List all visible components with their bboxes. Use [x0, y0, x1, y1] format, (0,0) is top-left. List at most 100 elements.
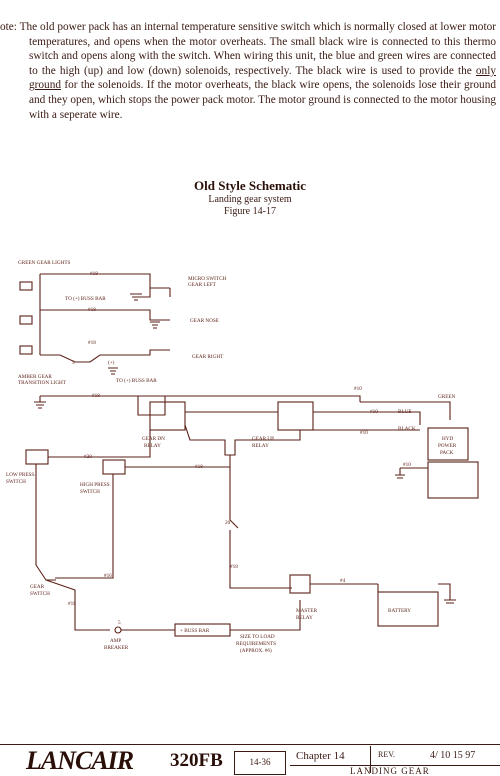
label-green-gear-lights: GREEN GEAR LIGHTS — [18, 260, 71, 266]
lamp-nose — [19, 315, 33, 325]
label-plus: (+) — [108, 359, 115, 366]
rev-label: REV. — [378, 750, 395, 759]
label-high-press: HIGH PRESS. — [80, 482, 111, 488]
label-switch-3: SWITCH — [30, 591, 50, 597]
label-hyd: HYD — [442, 436, 453, 442]
wire — [34, 396, 46, 409]
label-power: POWER — [438, 443, 457, 449]
label-approx: (APPROX. #6) — [240, 647, 272, 654]
label-green: GREEN — [438, 394, 456, 400]
label-gear-up: GEAR UP — [252, 436, 274, 442]
wire — [377, 583, 456, 604]
wire — [360, 401, 451, 420]
label-gear-nose: GEAR NOSE — [190, 318, 219, 324]
label-pack: PACK — [440, 450, 454, 456]
ground — [150, 321, 160, 329]
label-gear-dn: GEAR DN — [142, 436, 165, 442]
ground — [130, 293, 142, 301]
lamp-left — [19, 281, 33, 291]
wire — [55, 474, 114, 579]
low-press-switch — [25, 449, 49, 465]
page-footer: LANCAIR 320FB 14-36 Chapter 14 REV. 4/ 1… — [0, 738, 500, 776]
wire-label: #18 — [88, 307, 96, 313]
label-micro-switch: MICRO SWITCH — [188, 276, 226, 282]
label-relay: RELAY — [144, 443, 161, 449]
wire-label: #18 — [88, 340, 96, 346]
note-text-a: The old power pack has an internal tempe… — [19, 21, 496, 77]
hyd-pump — [427, 461, 479, 499]
label-black: BLACK — [398, 426, 416, 432]
wire-label: #18 — [230, 564, 238, 570]
wire-label: #18 — [90, 271, 98, 277]
label-low-press: LOW PRESS. — [6, 472, 36, 478]
ground — [108, 367, 118, 375]
label-requirements: REQUIREMENTS — [236, 641, 276, 647]
label-relay-2: RELAY — [252, 443, 269, 449]
wire-label: #10 — [370, 409, 378, 415]
figure-subtitle: Landing gear system — [208, 194, 292, 205]
label-size-to-load: SIZE TO LOAD — [240, 634, 275, 640]
wire — [40, 349, 170, 363]
page-number: 14-36 — [234, 751, 286, 775]
label-5: 5 — [72, 360, 75, 366]
wire — [40, 309, 170, 321]
gear-switch — [35, 564, 56, 581]
wire — [48, 430, 151, 458]
wire — [229, 467, 292, 589]
wire — [40, 273, 170, 289]
battery — [377, 591, 439, 627]
gear-dn-relay — [149, 401, 186, 431]
label-amber-gear: AMBER GEAR — [18, 374, 52, 380]
high-press-switch — [102, 459, 126, 475]
label-master: MASTER — [296, 608, 318, 614]
label-to-buss-bar: TO (+) BUSS BAR — [65, 295, 106, 302]
label-gear-right: GEAR RIGHT — [192, 354, 224, 360]
label-buss-bar: + BUSS BAR — [180, 628, 210, 634]
label-to-buss-bar-2: TO (+) BUSS BAR — [116, 377, 157, 384]
amp-breaker — [114, 626, 122, 634]
wire-label: #10 — [360, 430, 368, 436]
label-breaker: BREAKER — [104, 645, 129, 651]
model-number: 320FB — [170, 750, 223, 771]
wire-label: #18 — [195, 464, 203, 470]
note-paragraph: ote: The old power pack has an internal … — [0, 20, 496, 122]
wire — [230, 600, 301, 631]
label-relay-3: RELAY — [296, 615, 313, 621]
micro-switch-left — [140, 288, 171, 298]
note-text-b: for the solenoids. If the motor overheat… — [29, 79, 496, 121]
label-transition-light: TRANSITION LIGHT — [18, 380, 67, 386]
label-gear: GEAR — [30, 584, 45, 590]
brand-logo: LANCAIR — [26, 746, 134, 775]
hyd-power-pack — [427, 427, 469, 461]
wire — [313, 411, 421, 425]
rev-date: 4/ 10 15 97 — [430, 750, 476, 761]
label-switch-2: SWITCH — [80, 489, 100, 495]
wire-label: #16 — [104, 573, 112, 579]
note-underlined: only ground — [29, 64, 496, 92]
master-relay — [289, 574, 311, 594]
section-title: LANDING GEAR — [350, 766, 430, 776]
wire-label: #18 — [92, 393, 100, 399]
wire-label: #20 — [84, 454, 92, 460]
label-20: 20 — [225, 520, 231, 526]
figure-title: Old Style Schematic — [194, 178, 306, 193]
wire — [137, 396, 166, 416]
label-gear-left: GEAR LEFT — [188, 282, 217, 288]
label-battery: BATTERY — [388, 608, 411, 614]
note-label: ote: — [0, 21, 17, 33]
wire-label: #4 — [340, 578, 346, 584]
label-switch: SWITCH — [6, 479, 26, 485]
chapter-label: Chapter 14 — [296, 750, 345, 762]
landing-gear-schematic: GREEN GEAR LIGHTS MICRO SWITCH GEAR LEFT… — [6, 260, 479, 654]
wire — [45, 579, 110, 631]
wire — [395, 467, 428, 479]
wire — [90, 395, 361, 402]
wire-label: #10 — [354, 386, 362, 392]
wire-label: #18 — [68, 601, 76, 607]
label-5b: 5 — [118, 620, 121, 626]
label-blue: BLUE — [398, 409, 412, 415]
label-amp: AMP — [110, 638, 121, 644]
gear-up-relay — [277, 401, 314, 431]
wire-label: #10 — [403, 462, 411, 468]
figure-label: Figure 14-17 — [224, 206, 276, 217]
